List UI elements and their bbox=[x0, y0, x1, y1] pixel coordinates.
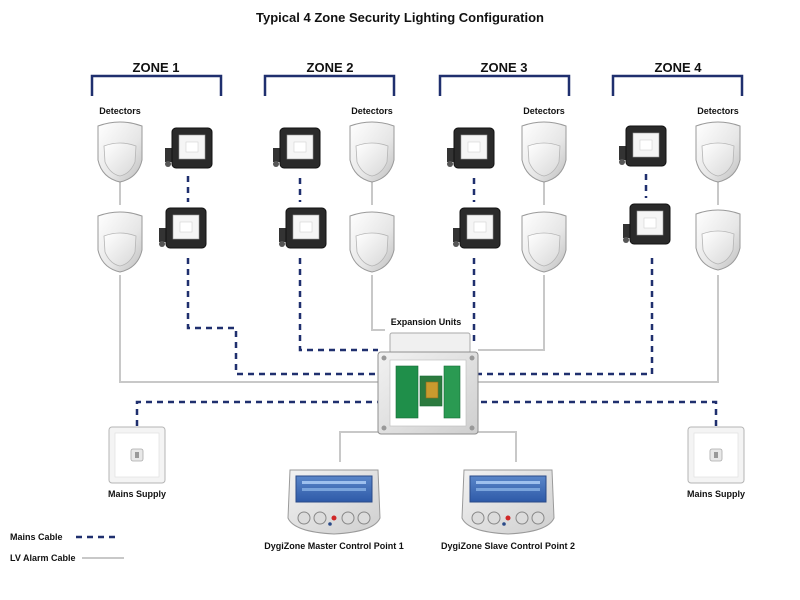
zone-1-header: ZONE 1 bbox=[90, 60, 223, 96]
zone-4-detector-top bbox=[695, 121, 741, 183]
zone-2-floodlight-top bbox=[272, 127, 321, 169]
lv-alarm-cables bbox=[119, 175, 719, 462]
zone-3-detector-bottom bbox=[521, 211, 567, 273]
expansion-unit bbox=[377, 332, 479, 435]
diagram-title: Typical 4 Zone Security Lighting Configu… bbox=[256, 10, 544, 25]
zone-1-detector-top bbox=[97, 121, 143, 183]
zone-3-floodlight-bottom bbox=[452, 207, 501, 249]
zone-2-floodlight-bottom bbox=[278, 207, 327, 249]
zone-4-header: ZONE 4 bbox=[611, 60, 744, 96]
legend: Mains Cable LV Alarm Cable bbox=[10, 532, 124, 563]
zone-4-detectors-label: Detectors bbox=[697, 106, 739, 116]
mains-supply-right-label: Mains Supply bbox=[687, 489, 745, 499]
zone-4-label: ZONE 4 bbox=[655, 60, 703, 75]
mains-supply-left-socket bbox=[108, 426, 166, 484]
zone-2-header: ZONE 2 bbox=[263, 60, 396, 96]
zone-3-detector-top bbox=[521, 121, 567, 183]
zone-2-label: ZONE 2 bbox=[307, 60, 354, 75]
mains-cables bbox=[135, 174, 718, 426]
slave-control-label: DygiZone Slave Control Point 2 bbox=[441, 541, 575, 551]
zone-3-header: ZONE 3 bbox=[438, 60, 571, 96]
zone-2-detector-top bbox=[349, 121, 395, 183]
zone-3-detectors-label: Detectors bbox=[523, 106, 565, 116]
zone-1-detector-bottom bbox=[97, 211, 143, 273]
legend-mains-cable-label: Mains Cable bbox=[10, 532, 63, 542]
mains-supply-left-label: Mains Supply bbox=[108, 489, 166, 499]
slave-control-point bbox=[461, 469, 555, 535]
zone-4-floodlight-bottom bbox=[622, 203, 671, 245]
legend-lv-alarm-cable-label: LV Alarm Cable bbox=[10, 553, 76, 563]
zone-4-detector-bottom bbox=[695, 209, 741, 271]
zone-2-detectors-label: Detectors bbox=[351, 106, 393, 116]
zone-3-label: ZONE 3 bbox=[481, 60, 528, 75]
zone-1-detectors-label: Detectors bbox=[99, 106, 141, 116]
zone-3-floodlight-top bbox=[446, 127, 495, 169]
mains-supply-right-socket bbox=[687, 426, 745, 484]
zone-4-floodlight-top bbox=[618, 125, 667, 167]
zone-1-floodlight-top bbox=[164, 127, 213, 169]
zone-1-label: ZONE 1 bbox=[133, 60, 180, 75]
expansion-units-label: Expansion Units bbox=[391, 317, 462, 327]
master-control-label: DygiZone Master Control Point 1 bbox=[264, 541, 404, 551]
master-control-point bbox=[287, 469, 381, 535]
zone-2-detector-bottom bbox=[349, 211, 395, 273]
zone-1-floodlight-bottom bbox=[158, 207, 207, 249]
